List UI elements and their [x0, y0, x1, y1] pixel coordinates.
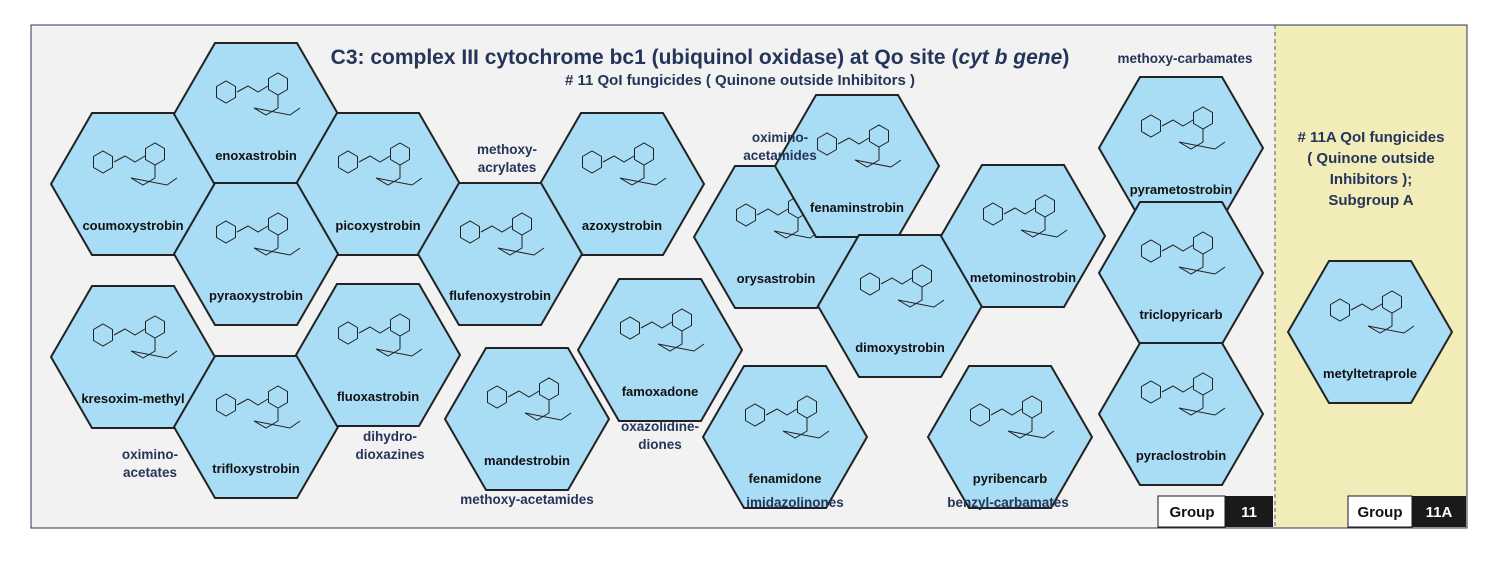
hexagon-shape	[294, 283, 462, 427]
page-title: C3: complex III cytochrome bc1 (ubiquino…	[331, 46, 1070, 69]
chemical-class-labels: methoxy-carbamates methoxy-acrylates oximi…	[122, 51, 1253, 510]
compound-hexagon: fenaminstrobin	[773, 94, 941, 238]
hexagon-shape	[416, 182, 584, 326]
chemical-class-label: diones	[638, 437, 682, 452]
compound-name: pyribencarb	[973, 471, 1047, 486]
compound-name: picoxystrobin	[335, 218, 420, 233]
hexagon-shape	[576, 278, 744, 422]
compound-hexagon: pyribencarb	[926, 365, 1094, 509]
compound-name: fenaminstrobin	[810, 200, 904, 215]
chemical-class-label: acetamides	[743, 148, 817, 163]
compound-hexagon: pyraclostrobin	[1097, 342, 1265, 486]
group-badge-11a: Group 11A	[1347, 495, 1466, 528]
chemical-class-label: methoxy-	[477, 142, 537, 157]
chemical-structure-icon	[460, 212, 545, 256]
compound-name: metyltetraprole	[1323, 366, 1417, 381]
svg-text:11: 11	[1241, 504, 1257, 521]
frame	[30, 24, 1468, 529]
chemical-structure-icon	[1141, 372, 1226, 416]
chemical-class-label: oximino-	[122, 447, 178, 462]
chemical-class-label: benzyl-carbamates	[947, 495, 1069, 510]
hexagon-shape	[443, 347, 611, 491]
compound-name: fluoxastrobin	[337, 389, 419, 404]
chemical-structure-icon	[1141, 231, 1226, 275]
chemical-structure-icon	[487, 377, 572, 421]
svg-text:Group: Group	[1358, 504, 1403, 521]
chemical-class-label: dioxazines	[355, 447, 424, 462]
compound-name: trifloxystrobin	[212, 461, 299, 476]
chemical-structure-icon	[216, 72, 301, 116]
svg-text:Inhibitors );: Inhibitors );	[1330, 171, 1413, 188]
svg-text:11A: 11A	[1426, 504, 1453, 521]
compound-name: pyraoxystrobin	[209, 288, 303, 303]
compound-name: flufenoxystrobin	[449, 288, 551, 303]
compound-hexagon: metyltetraprole	[1286, 260, 1454, 404]
hexagon-shape	[773, 94, 941, 238]
compound-name: pyraclostrobin	[1136, 448, 1226, 463]
compound-hexagon: fenamidone	[701, 365, 869, 509]
chemical-structure-icon	[970, 395, 1055, 439]
chemical-structure-icon	[817, 124, 902, 168]
svg-text:# 11A QoI fungicides: # 11A QoI fungicides	[1298, 129, 1445, 146]
compound-name: mandestrobin	[484, 453, 570, 468]
chemical-class-label: methoxy-acetamides	[460, 492, 594, 507]
compound-hexagon: mandestrobin	[443, 347, 611, 491]
chemical-structure-icon	[1330, 290, 1415, 334]
compound-hexagon: coumoxystrobin	[49, 112, 217, 256]
subgroup-description: # 11A QoI fungicides ( Quinone outside I…	[1298, 129, 1445, 209]
group-badge-11: Group 11	[1157, 495, 1273, 528]
compound-name: triclopyricarb	[1139, 307, 1222, 322]
hexagon-shape	[701, 365, 869, 509]
compound-name: fenamidone	[749, 471, 822, 486]
hexagon-shape	[939, 164, 1107, 308]
svg-text:( Quinone outside: ( Quinone outside	[1307, 150, 1435, 167]
compound-hexagon: dimoxystrobin	[816, 234, 984, 378]
compound-name: pyrametostrobin	[1130, 182, 1233, 197]
hexagon-shape	[1286, 260, 1454, 404]
hexagon-shape	[172, 182, 340, 326]
compound-name: metominostrobin	[970, 270, 1076, 285]
compound-name: enoxastrobin	[215, 148, 297, 163]
compound-hexagon: azoxystrobin	[538, 112, 706, 256]
chemical-structure-icon	[983, 194, 1068, 238]
hexagon-shape	[1097, 342, 1265, 486]
chemical-structure-icon	[338, 313, 423, 357]
svg-text:Subgroup A: Subgroup A	[1328, 192, 1413, 209]
chemical-class-label: oximino-	[752, 130, 808, 145]
chemical-class-label: acrylates	[478, 160, 537, 175]
hexagon-shape	[926, 365, 1094, 509]
chemical-structure-icon	[745, 395, 830, 439]
compound-name: orysastrobin	[737, 271, 816, 286]
compound-hexagon: metominostrobin	[939, 164, 1107, 308]
compound-hexagon: famoxadone	[576, 278, 744, 422]
compound-hexagons: coumoxystrobin enoxastrobin picoxystrobin p…	[49, 42, 1454, 509]
chemical-structure-icon	[216, 385, 301, 429]
chemical-class-label: acetates	[123, 465, 177, 480]
compound-hexagon: flufenoxystrobin	[416, 182, 584, 326]
compound-hexagon: pyraoxystrobin	[172, 182, 340, 326]
chemical-structure-icon	[860, 264, 945, 308]
chemical-structure-icon	[582, 142, 667, 186]
svg-text:Group: Group	[1170, 504, 1215, 521]
chemical-structure-icon	[1141, 106, 1226, 150]
compound-hexagon: fluoxastrobin	[294, 283, 462, 427]
compound-hexagon: kresoxim-methyl	[49, 285, 217, 429]
chemical-class-label: methoxy-carbamates	[1117, 51, 1252, 66]
compound-name: dimoxystrobin	[855, 340, 945, 355]
chemical-class-label: oxazolidine-	[621, 419, 699, 434]
page-subtitle: # 11 QoI fungicides ( Quinone outside In…	[565, 72, 915, 89]
chemical-class-label: imidazolinones	[746, 495, 844, 510]
chemical-structure-icon	[216, 212, 301, 256]
chemical-structure-icon	[338, 142, 423, 186]
compound-name: kresoxim-methyl	[81, 391, 184, 406]
compound-hexagon: trifloxystrobin	[172, 355, 340, 499]
chemical-structure-icon	[93, 315, 178, 359]
chemical-structure-icon	[620, 308, 705, 352]
chemical-class-label: dihydro-	[363, 429, 417, 444]
chemical-structure-icon	[93, 142, 178, 186]
compound-name: azoxystrobin	[582, 218, 662, 233]
compound-name: famoxadone	[622, 384, 699, 399]
compound-name: coumoxystrobin	[82, 218, 183, 233]
